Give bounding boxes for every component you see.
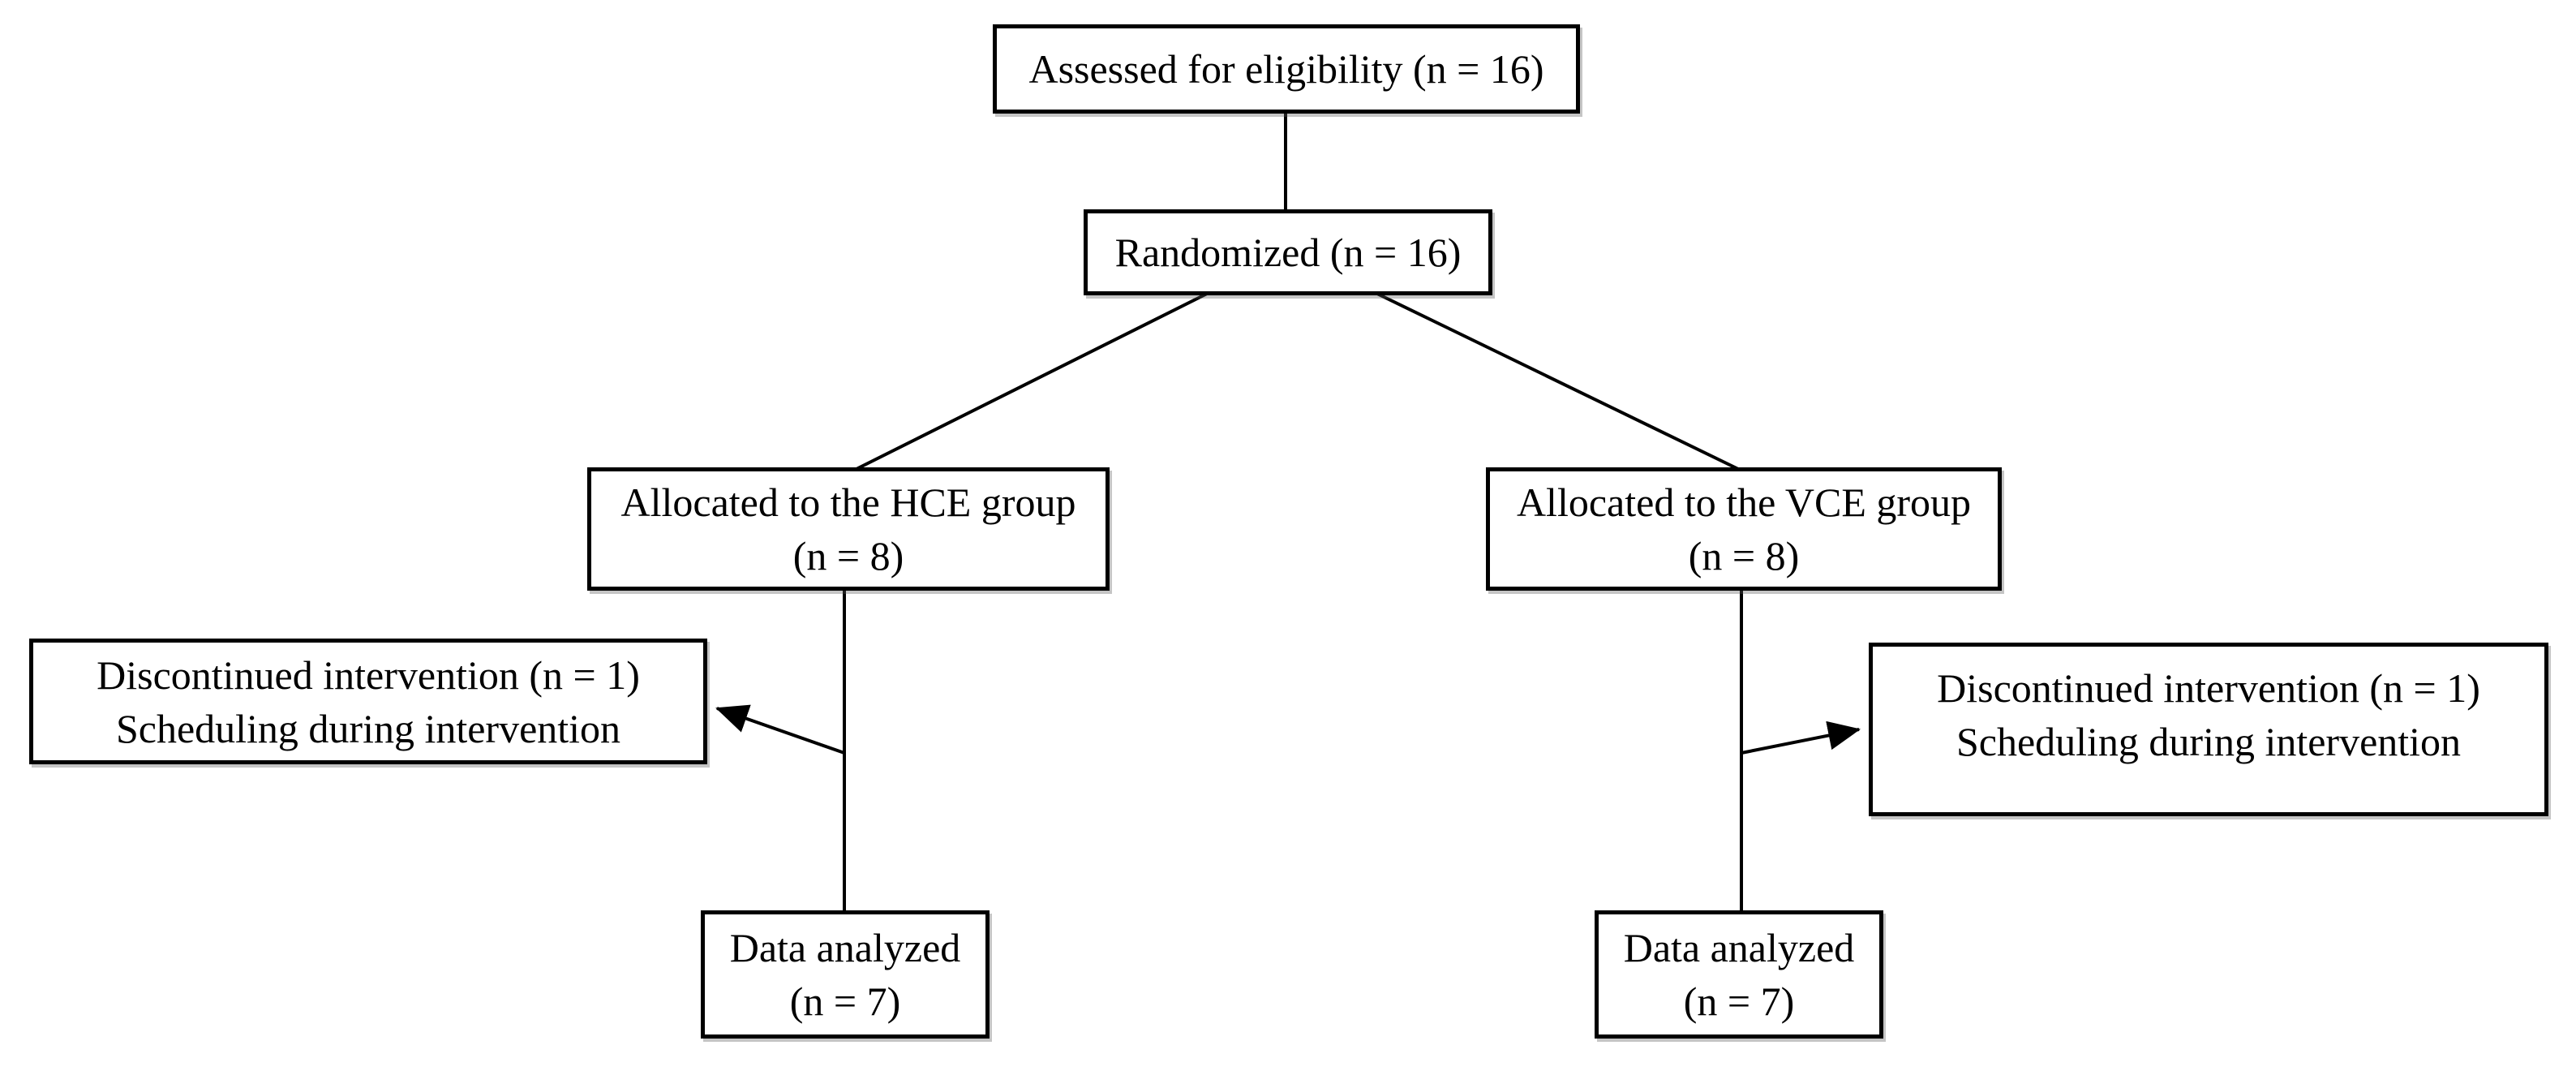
- arrow-hce-to-discontinued: [715, 704, 845, 755]
- flow-box-assessed-for-eligibility: Assessed for eligibility (n = 16): [993, 24, 1580, 114]
- box-text-line: (n = 8): [792, 533, 904, 579]
- box-text-line: Discontinued intervention (n = 1): [97, 652, 640, 698]
- box-text-line: Randomized (n = 16): [1114, 230, 1462, 275]
- box-text-line: Discontinued intervention (n = 1): [1937, 665, 2480, 711]
- flow-box-discontinued-vce: Discontinued intervention (n = 1) Schedu…: [1869, 643, 2548, 816]
- flow-box-allocated-hce: Allocated to the HCE group (n = 8): [587, 467, 1110, 591]
- arrow-vce-to-discontinued: [1741, 720, 1861, 755]
- box-text-line: Scheduling during intervention: [1956, 719, 2462, 764]
- flow-box-data-analyzed-vce: Data analyzed (n = 7): [1595, 910, 1883, 1039]
- box-text-line: Assessed for eligibility (n = 16): [1028, 46, 1544, 92]
- box-text-line: Allocated to the VCE group: [1516, 480, 1972, 525]
- flow-box-data-analyzed-hce: Data analyzed (n = 7): [701, 910, 990, 1039]
- flow-box-allocated-vce: Allocated to the VCE group (n = 8): [1486, 467, 2002, 591]
- flow-box-randomized: Randomized (n = 16): [1084, 209, 1492, 295]
- box-text-line: Data analyzed: [729, 925, 961, 970]
- box-text-line: (n = 7): [789, 979, 901, 1024]
- box-text-line: (n = 8): [1688, 533, 1800, 579]
- connector-randomized-to-vce: [1376, 292, 1739, 471]
- flow-box-discontinued-hce: Discontinued intervention (n = 1) Schedu…: [29, 639, 707, 764]
- connector-randomized-to-hce: [856, 292, 1208, 471]
- box-text-line: (n = 7): [1683, 979, 1795, 1024]
- box-text-line: Scheduling during intervention: [115, 705, 621, 751]
- box-text-line: Allocated to the HCE group: [620, 480, 1076, 525]
- box-text-line: Data analyzed: [1623, 925, 1855, 970]
